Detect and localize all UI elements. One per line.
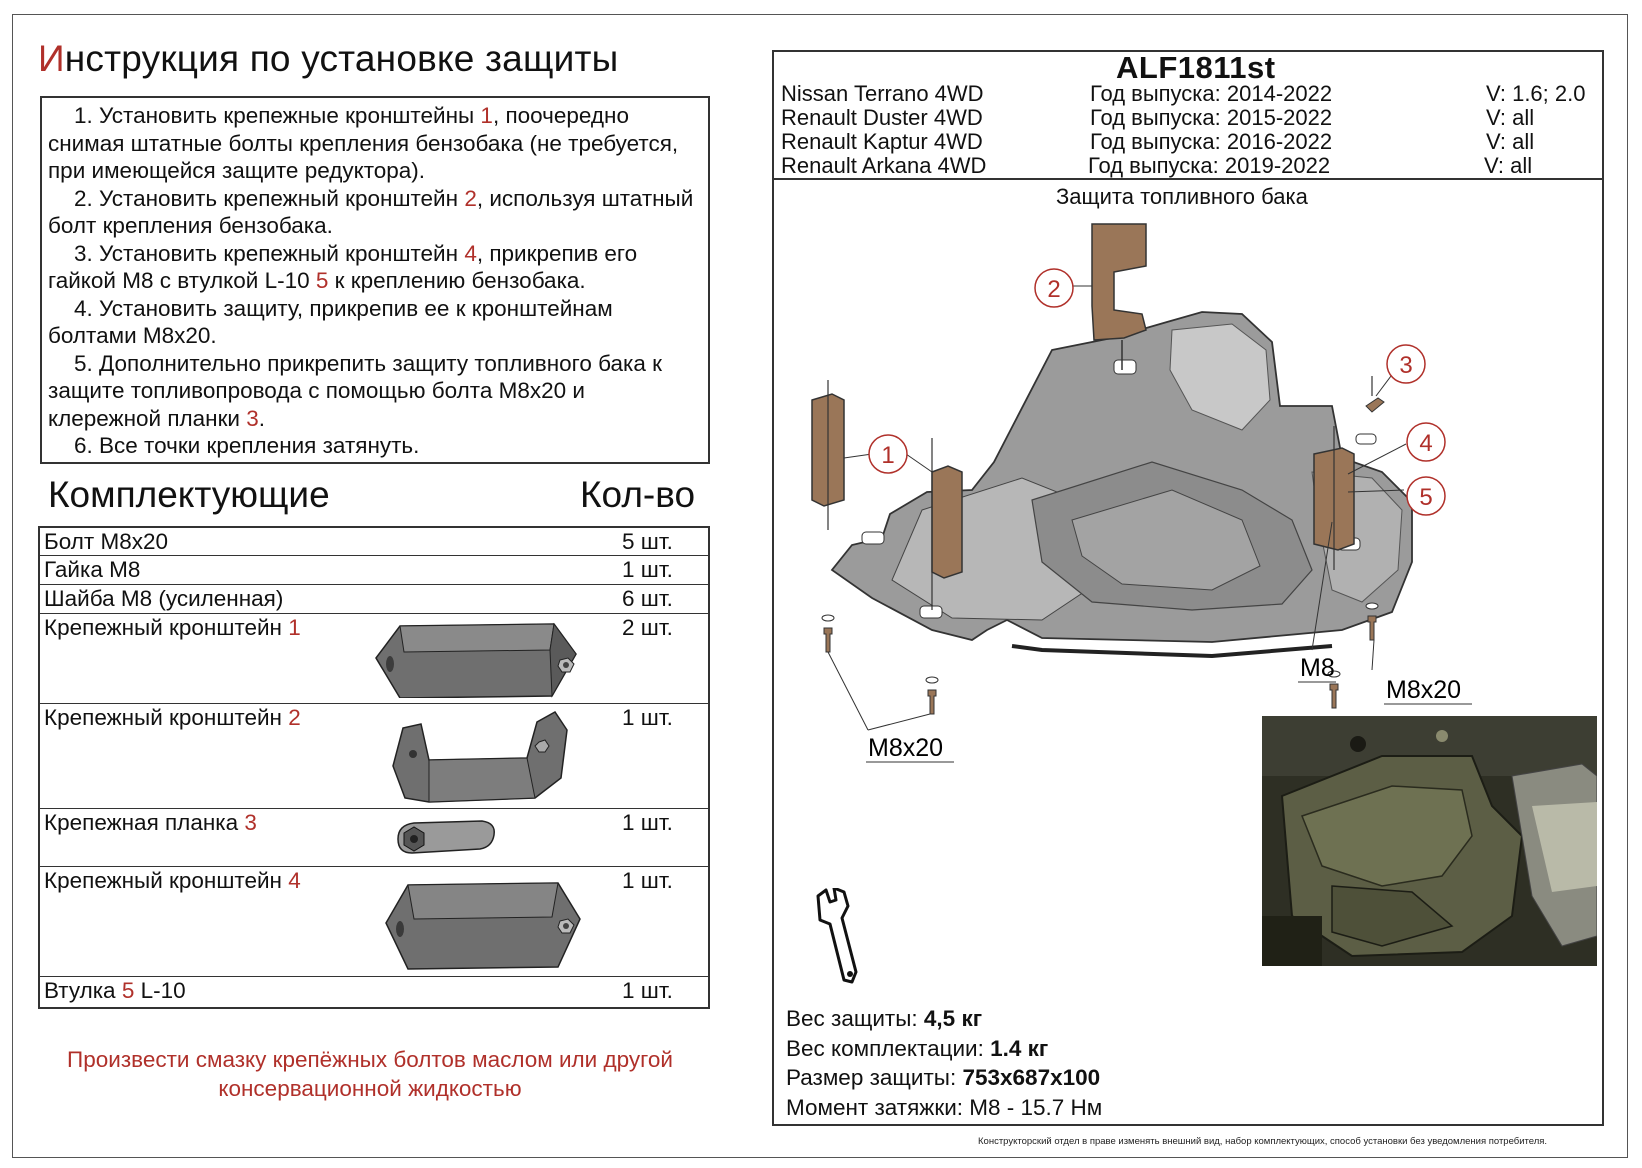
spec-weight: Вес защиты: 4,5 кг — [786, 1006, 983, 1031]
step-2: 2. Установить крепежный кронштейн 2, исп… — [48, 185, 694, 239]
plate-3-image — [397, 820, 495, 854]
kit-row: Крепежная планка 3 1 шт. — [40, 809, 708, 867]
vehicle-version: V: all — [1484, 153, 1533, 178]
vehicle-years: Год выпуска: 2016-2022 — [1090, 129, 1333, 154]
kit-item-qty: 5 шт. — [622, 529, 673, 554]
vehicle-version: V: 1.6; 2.0 — [1486, 81, 1586, 106]
vehicle-years: Год выпуска: 2015-2022 — [1090, 105, 1333, 130]
spec-kit-weight: Вес комплектации: 1.4 кг — [786, 1035, 1049, 1061]
vehicle-model: Renault Kaptur 4WD — [781, 129, 983, 154]
kit-item-name: Крепежный кронштейн 1 — [44, 615, 301, 640]
step-1: 1. Установить крепежные кронштейны 1, по… — [48, 103, 679, 183]
specs-block: Вес защиты: 4,5 кг Вес комплектации: 1.4… — [786, 1004, 1102, 1122]
callout-3: 3 — [1386, 344, 1426, 384]
kit-heading: Комплектующие — [48, 474, 330, 515]
bracket-1-image — [375, 622, 577, 698]
callout-2: 2 — [1034, 268, 1074, 308]
model-code: ALF1811st — [1116, 50, 1276, 85]
kit-item-name: Крепежный кронштейн 2 — [44, 705, 301, 730]
callout-5: 5 — [1406, 476, 1446, 516]
wrench-icon — [816, 888, 858, 984]
kit-item-name: Шайба М8 (усиленная) — [44, 586, 284, 611]
svg-text:3: 3 — [1399, 352, 1412, 379]
callout-1: 1 — [868, 434, 908, 474]
kit-item-qty: 1 шт. — [622, 810, 673, 835]
label-m8: М8 — [1300, 654, 1335, 682]
kit-row: Болт М8х20 5 шт. — [40, 528, 708, 556]
svg-text:2: 2 — [1047, 276, 1060, 303]
kit-row: Крепежный кронштейн 2 1 шт. — [40, 704, 708, 809]
kit-item-name: Гайка М8 — [44, 557, 141, 582]
kit-item-qty: 1 шт. — [622, 557, 673, 582]
kit-item-qty: 1 шт. — [622, 978, 673, 1003]
step-6: 6. Все точки крепления затянуть. — [74, 433, 420, 458]
vehicle-model: Nissan Terrano 4WD — [781, 81, 984, 106]
step-4: 4. Установить защиту, прикрепив ее к кро… — [48, 295, 613, 349]
kit-row: Крепежный кронштейн 4 1 шт. — [40, 867, 708, 977]
kit-item-name: Болт М8х20 — [44, 529, 169, 554]
kit-item-qty: 1 шт. — [622, 705, 673, 730]
label-bolt-left: М8х20 — [868, 734, 943, 762]
bracket-2-drawing — [1091, 223, 1147, 341]
vehicle-version: V: all — [1486, 105, 1535, 130]
installed-photo — [1262, 716, 1597, 966]
bracket-4-image — [385, 882, 581, 970]
kit-row: Шайба М8 (усиленная) 6 шт. — [40, 585, 708, 614]
kit-table: Болт М8х20 5 шт. Гайка М8 1 шт. Шайба М8… — [38, 526, 710, 1009]
label-bolt-right: М8х20 — [1386, 676, 1461, 704]
step-5: 5. Дополнительно прикрепить защиту топли… — [48, 350, 662, 431]
instructions-title: Инструкция по установке защиты — [38, 38, 619, 79]
vehicle-years: Год выпуска: 2014-2022 — [1090, 81, 1333, 106]
vehicle-years: Год выпуска: 2019-2022 — [1088, 153, 1331, 178]
bracket-1-drawing — [931, 465, 963, 579]
plate-3-drawing — [1365, 397, 1385, 413]
kit-row: Втулка 5 L-10 1 шт. — [40, 977, 708, 1007]
disclaimer: Конструкторский отдел в праве изменять в… — [978, 1136, 1548, 1147]
callout-4: 4 — [1406, 422, 1446, 462]
kit-item-qty: 2 шт. — [622, 615, 673, 640]
kit-row: Крепежный кронштейн 1 2 шт. — [40, 614, 708, 704]
bracket-2-image — [392, 711, 568, 803]
svg-text:5: 5 — [1419, 484, 1432, 511]
spec-torque: Момент затяжки: М8 - 15.7 Нм — [786, 1094, 1103, 1120]
page-frame — [12, 14, 1628, 1158]
kit-item-name: Втулка 5 L-10 — [44, 978, 186, 1003]
kit-item-qty: 6 шт. — [622, 586, 673, 611]
vehicle-model: Renault Arkana 4WD — [781, 153, 987, 178]
header-divider — [774, 178, 1602, 180]
vehicle-version: V: all — [1486, 129, 1535, 154]
kit-item-name: Крепежная планка 3 — [44, 810, 257, 835]
step-3: 3. Установить крепежный кронштейн 4, при… — [48, 240, 638, 294]
lubrication-note: Произвести смазку крепёжных болтов масло… — [67, 1047, 673, 1101]
svg-text:1: 1 — [881, 442, 894, 469]
qty-heading: Кол-во — [580, 474, 696, 515]
assembly-diagram: 2 1 3 4 5 М8 М8х20 М8х20 — [811, 223, 1472, 763]
product-box — [772, 50, 1604, 1126]
kit-item-name: Крепежный кронштейн 4 — [44, 868, 301, 893]
diagram-subtitle: Защита топливного бака — [1056, 184, 1308, 209]
kit-row: Гайка М8 1 шт. — [40, 556, 708, 585]
spec-size: Размер защиты: 753х687х100 — [786, 1065, 1101, 1090]
kit-item-qty: 1 шт. — [622, 868, 673, 893]
svg-text:4: 4 — [1419, 430, 1432, 457]
vehicle-model: Renault Duster 4WD — [781, 105, 983, 130]
instructions-box: 1. Установить крепежные кронштейны 1, по… — [40, 96, 710, 464]
